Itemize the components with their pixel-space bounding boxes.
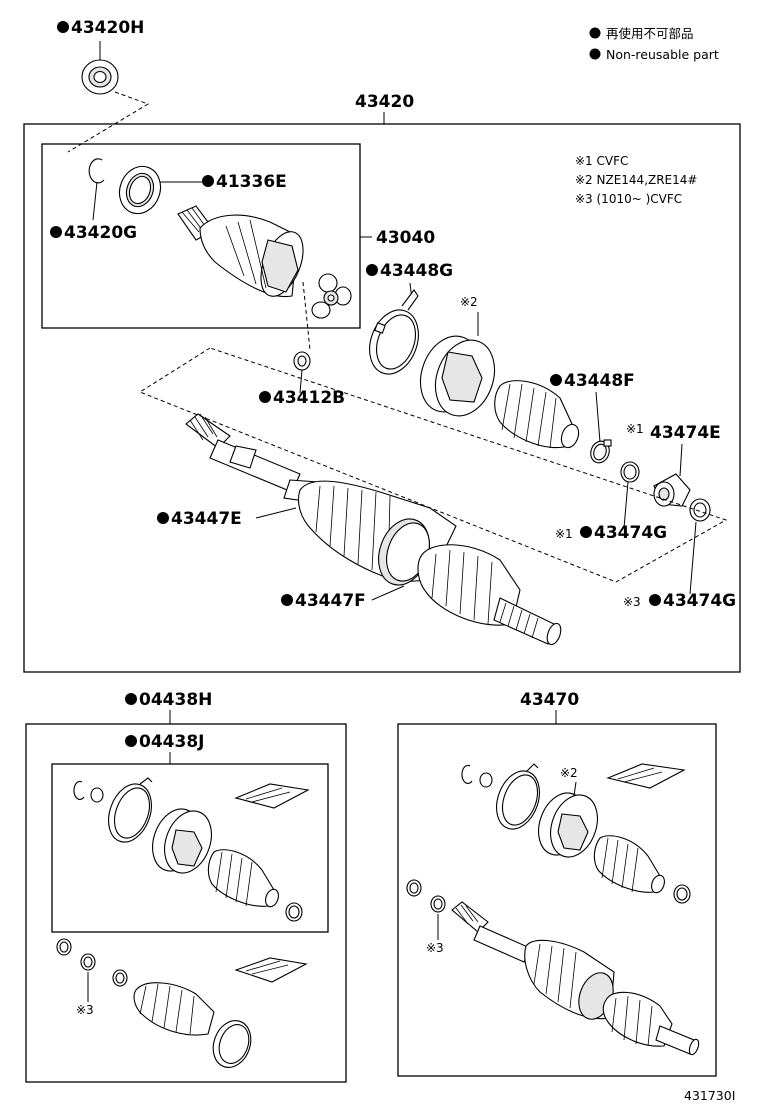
notes: ※1 CVFC ※2 NZE144,ZRE14# ※3 (1010~ )CVFC [575,154,697,206]
svg-text:41336E: 41336E [216,172,287,192]
label-43447F[interactable]: 43447F [281,591,366,611]
svg-text:43420G: 43420G [64,223,137,243]
svg-text:43448F: 43448F [564,371,635,391]
label-04438J[interactable]: 04438J [125,732,204,752]
svg-text:04438H: 04438H [139,690,212,710]
note-3: ※3 (1010~ )CVFC [575,192,682,206]
label-43412B[interactable]: 43412B [259,388,345,408]
assembly-43470-box [397,723,717,1077]
part-43420G-snap-ring[interactable] [88,158,105,184]
legend-english: Non-reusable part [606,47,719,62]
part-43474E-dynamic-damper[interactable] [653,473,691,507]
non-reusable-dot-icon [50,226,62,238]
part-43474G-clamp-1[interactable] [620,461,640,483]
label-43040[interactable]: 43040 [376,228,435,248]
legend-japanese: 再使用不可部品 [606,26,694,41]
assembly-43470-parts[interactable] [406,763,700,1056]
non-reusable-dot-icon [366,264,378,276]
svg-text:43420H: 43420H [71,18,144,38]
label-43448F[interactable]: 43448F [550,371,635,391]
label-43420[interactable]: 43420 [355,92,414,112]
non-reusable-dot-icon [580,526,592,538]
label-43474E[interactable]: 43474E [650,423,721,443]
part-inboard-boot[interactable] [494,380,582,450]
svg-text:43447F: 43447F [295,591,366,611]
non-reusable-dot-icon [589,48,601,60]
non-reusable-dot-icon [125,735,137,747]
mark-2a: ※2 [460,295,478,309]
mark-1a: ※1 [626,422,644,436]
note-2: ※2 NZE144,ZRE14# [575,173,697,187]
assembly-43040-box [41,143,361,329]
label-43447E[interactable]: 43447E [157,509,242,529]
non-reusable-dot-icon [259,391,271,403]
dashed-guide [138,347,728,583]
non-reusable-dot-icon [157,512,169,524]
non-reusable-dot-icon [202,175,214,187]
label-43474G-1[interactable]: 43474G [580,523,667,543]
mark-2b: ※2 [560,766,578,780]
kit-04438H-box [25,723,347,1083]
note-1: ※1 CVFC [575,154,628,168]
label-43420H[interactable]: 43420H [57,18,144,38]
svg-text:04438J: 04438J [139,732,204,752]
kit-h-parts[interactable] [56,938,308,1073]
dashed-guide [67,91,150,153]
mark-1b: ※1 [555,527,573,541]
figure-code: 431730I [684,1088,735,1103]
legend: 再使用不可部品 Non-reusable part [589,26,719,62]
part-inboard-joint-housing[interactable] [177,205,311,302]
part-43448G-boot-clamp[interactable] [361,289,427,381]
part-43448F-boot-clamp[interactable] [588,439,612,466]
non-reusable-dot-icon [281,594,293,606]
non-reusable-dot-icon [125,693,137,705]
grease-pack-icon [234,783,310,809]
svg-text:43412B: 43412B [273,388,345,408]
kit-j-parts[interactable] [73,777,310,922]
svg-text:43447E: 43447E [171,509,242,529]
part-drive-shaft-outboard-joint[interactable] [185,413,563,646]
part-tripod[interactable] [311,273,352,319]
mark-3a: ※3 [623,595,641,609]
kit-04438J-box [51,763,329,933]
grease-pack-icon [234,957,308,983]
non-reusable-dot-icon [550,374,562,386]
svg-text:43474G: 43474G [663,591,736,611]
part-41336E-oil-seal[interactable] [113,161,167,220]
part-43412B-circlip[interactable] [293,351,311,371]
svg-text:43448G: 43448G [380,261,453,281]
label-04438H[interactable]: 04438H [125,690,212,710]
label-41336E[interactable]: 41336E [202,172,287,192]
mark-3b: ※3 [76,1003,94,1017]
label-43470[interactable]: 43470 [520,690,579,710]
svg-text:43474G: 43474G [594,523,667,543]
part-43474G-clamp-2[interactable] [689,498,711,522]
assembly-43420-box [23,123,741,673]
part-boot-adapter[interactable] [410,328,504,424]
non-reusable-dot-icon [649,594,661,606]
part-43420H-bearing[interactable] [81,59,119,95]
non-reusable-dot-icon [57,21,69,33]
mark-3c: ※3 [426,941,444,955]
label-43448G[interactable]: 43448G [366,261,453,281]
label-43420G[interactable]: 43420G [50,223,137,243]
label-43474G-2[interactable]: 43474G [649,591,736,611]
non-reusable-dot-icon [589,27,601,39]
